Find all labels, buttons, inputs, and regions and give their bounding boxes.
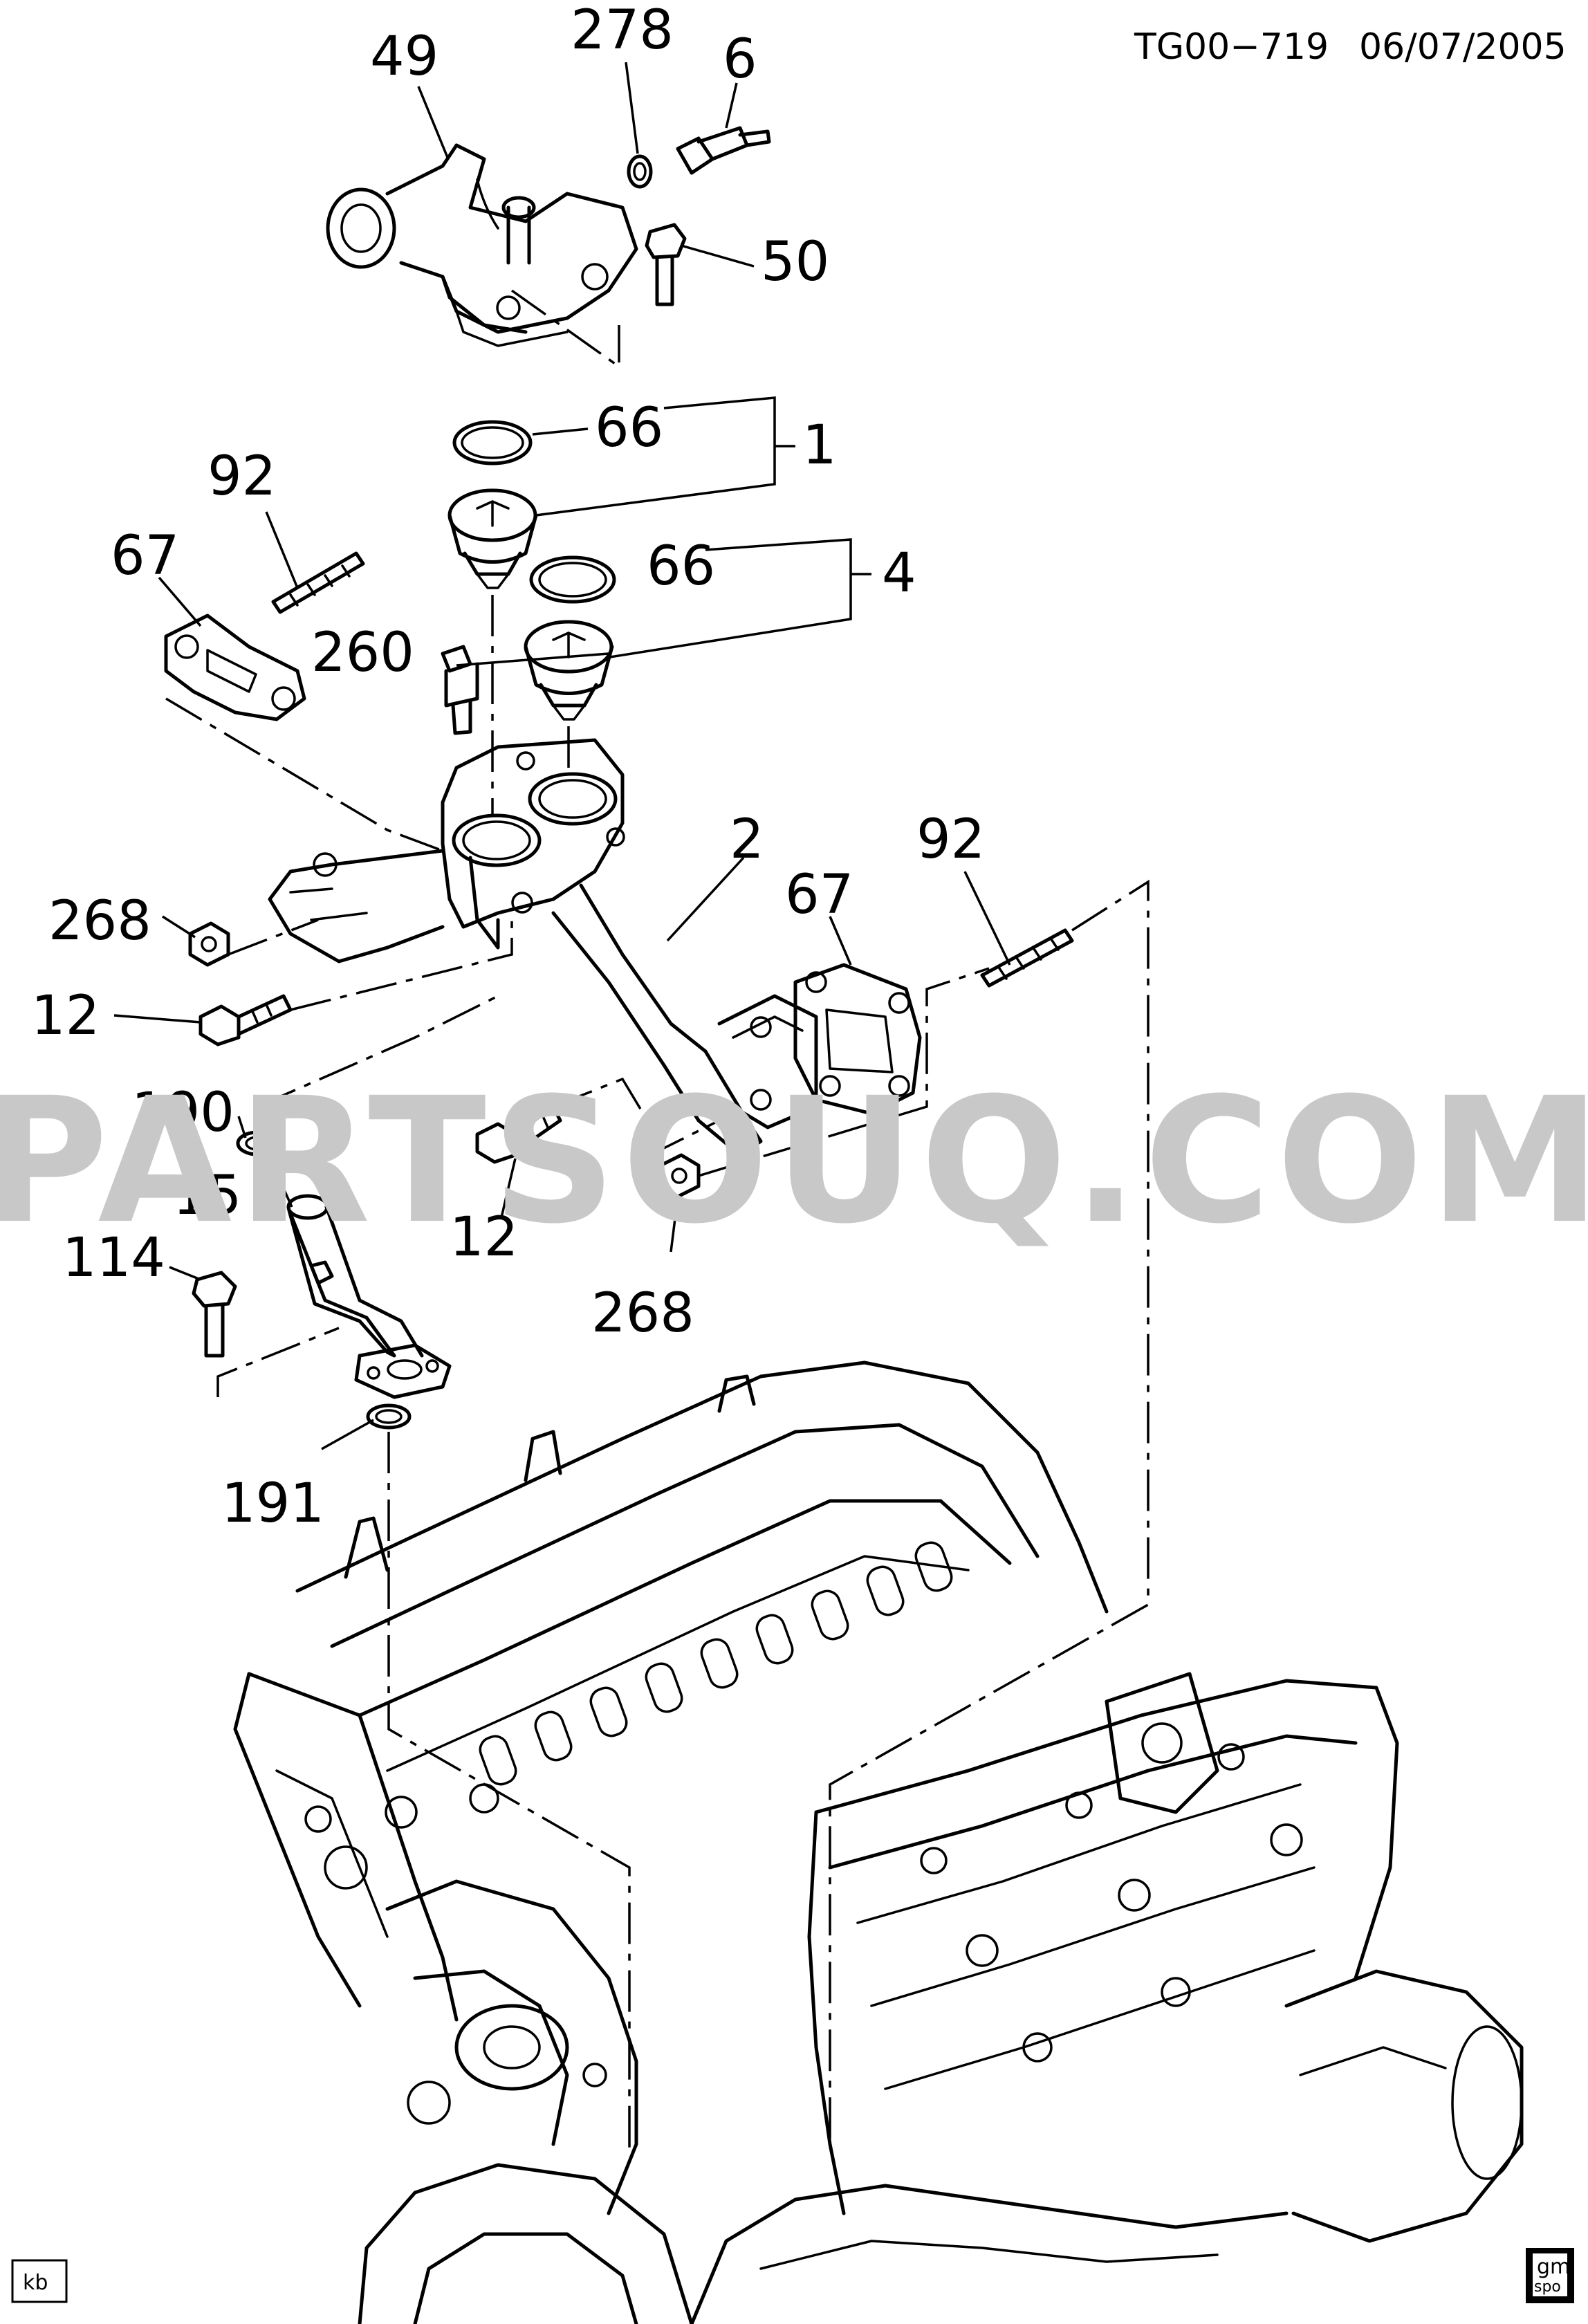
- callout-114: 114: [62, 1227, 165, 1289]
- thermostat-upper: [447, 488, 538, 589]
- gasket-67-upper: [164, 614, 306, 721]
- logo-line-spo: spo: [1534, 2278, 1561, 2296]
- callout-66-upper: 66: [595, 397, 663, 459]
- assembly-lines: [165, 289, 1150, 2151]
- callout-15: 15: [173, 1165, 241, 1227]
- initials-text: kb: [23, 2271, 48, 2295]
- callout-6: 6: [723, 28, 757, 91]
- thermostat-housing-part: [326, 143, 638, 347]
- drawing-date: 06/07/2005: [1359, 26, 1567, 68]
- bolt-12-middle: [475, 1105, 562, 1164]
- nut-268-upper: [188, 921, 230, 967]
- gasket-67-lower: [793, 963, 922, 1116]
- sensor-260-part: [441, 645, 479, 735]
- callout-191: 191: [221, 1473, 324, 1535]
- logo-line-gm: gm: [1537, 2255, 1570, 2279]
- callout-67-upper: 67: [111, 525, 179, 587]
- callout-4: 4: [882, 542, 916, 605]
- callout-190: 190: [131, 1082, 234, 1144]
- callout-268-upper: 268: [48, 890, 151, 952]
- callout-labels: 49 278 6 50 66 1 92 67 66 4 260 2 92 268…: [31, 0, 985, 1535]
- o-ring-191-part: [366, 1403, 412, 1430]
- bolt-50-part: [645, 223, 687, 306]
- callout-2: 2: [730, 809, 764, 871]
- seal-190-part: [236, 1130, 279, 1156]
- callout-92-lower: 92: [916, 809, 985, 871]
- callout-92-upper: 92: [207, 445, 276, 508]
- callout-49: 49: [370, 26, 438, 88]
- bypass-pipe-15: [286, 1194, 452, 1399]
- callout-66-lower: 66: [647, 535, 715, 598]
- initials-box: kb: [11, 2259, 68, 2303]
- gasket-278-part: [627, 154, 653, 189]
- o-ring-66-lower: [529, 555, 616, 604]
- gm-spo-logo: gm spo: [1526, 2248, 1574, 2303]
- thermostat-lower: [524, 620, 614, 721]
- callout-278: 278: [571, 0, 674, 62]
- valley-cover-slots: [479, 1541, 953, 1786]
- watermark-text: PARTSOUQ.COM: [0, 1060, 1588, 1262]
- engine-block: [233, 1361, 1524, 2324]
- o-ring-66-upper: [452, 420, 533, 465]
- stud-92-lower: [980, 928, 1074, 988]
- callout-1: 1: [802, 414, 837, 477]
- callout-268-lower: 268: [591, 1282, 694, 1345]
- callout-12-left: 12: [31, 985, 100, 1047]
- callout-260: 260: [311, 622, 414, 684]
- nut-268-lower: [658, 1153, 701, 1199]
- sensor-6-part: [676, 126, 771, 175]
- callout-50: 50: [761, 231, 829, 293]
- stud-92-upper: [271, 551, 365, 614]
- drawing-id: TG00−719: [1134, 26, 1329, 68]
- leader-lines: [113, 62, 1011, 1450]
- bolt-114-part: [192, 1271, 237, 1358]
- crossover-housing-2: [268, 738, 818, 1157]
- callout-67-lower: 67: [785, 864, 853, 926]
- bolt-12-left: [198, 994, 293, 1046]
- callout-12-middle: 12: [450, 1206, 518, 1269]
